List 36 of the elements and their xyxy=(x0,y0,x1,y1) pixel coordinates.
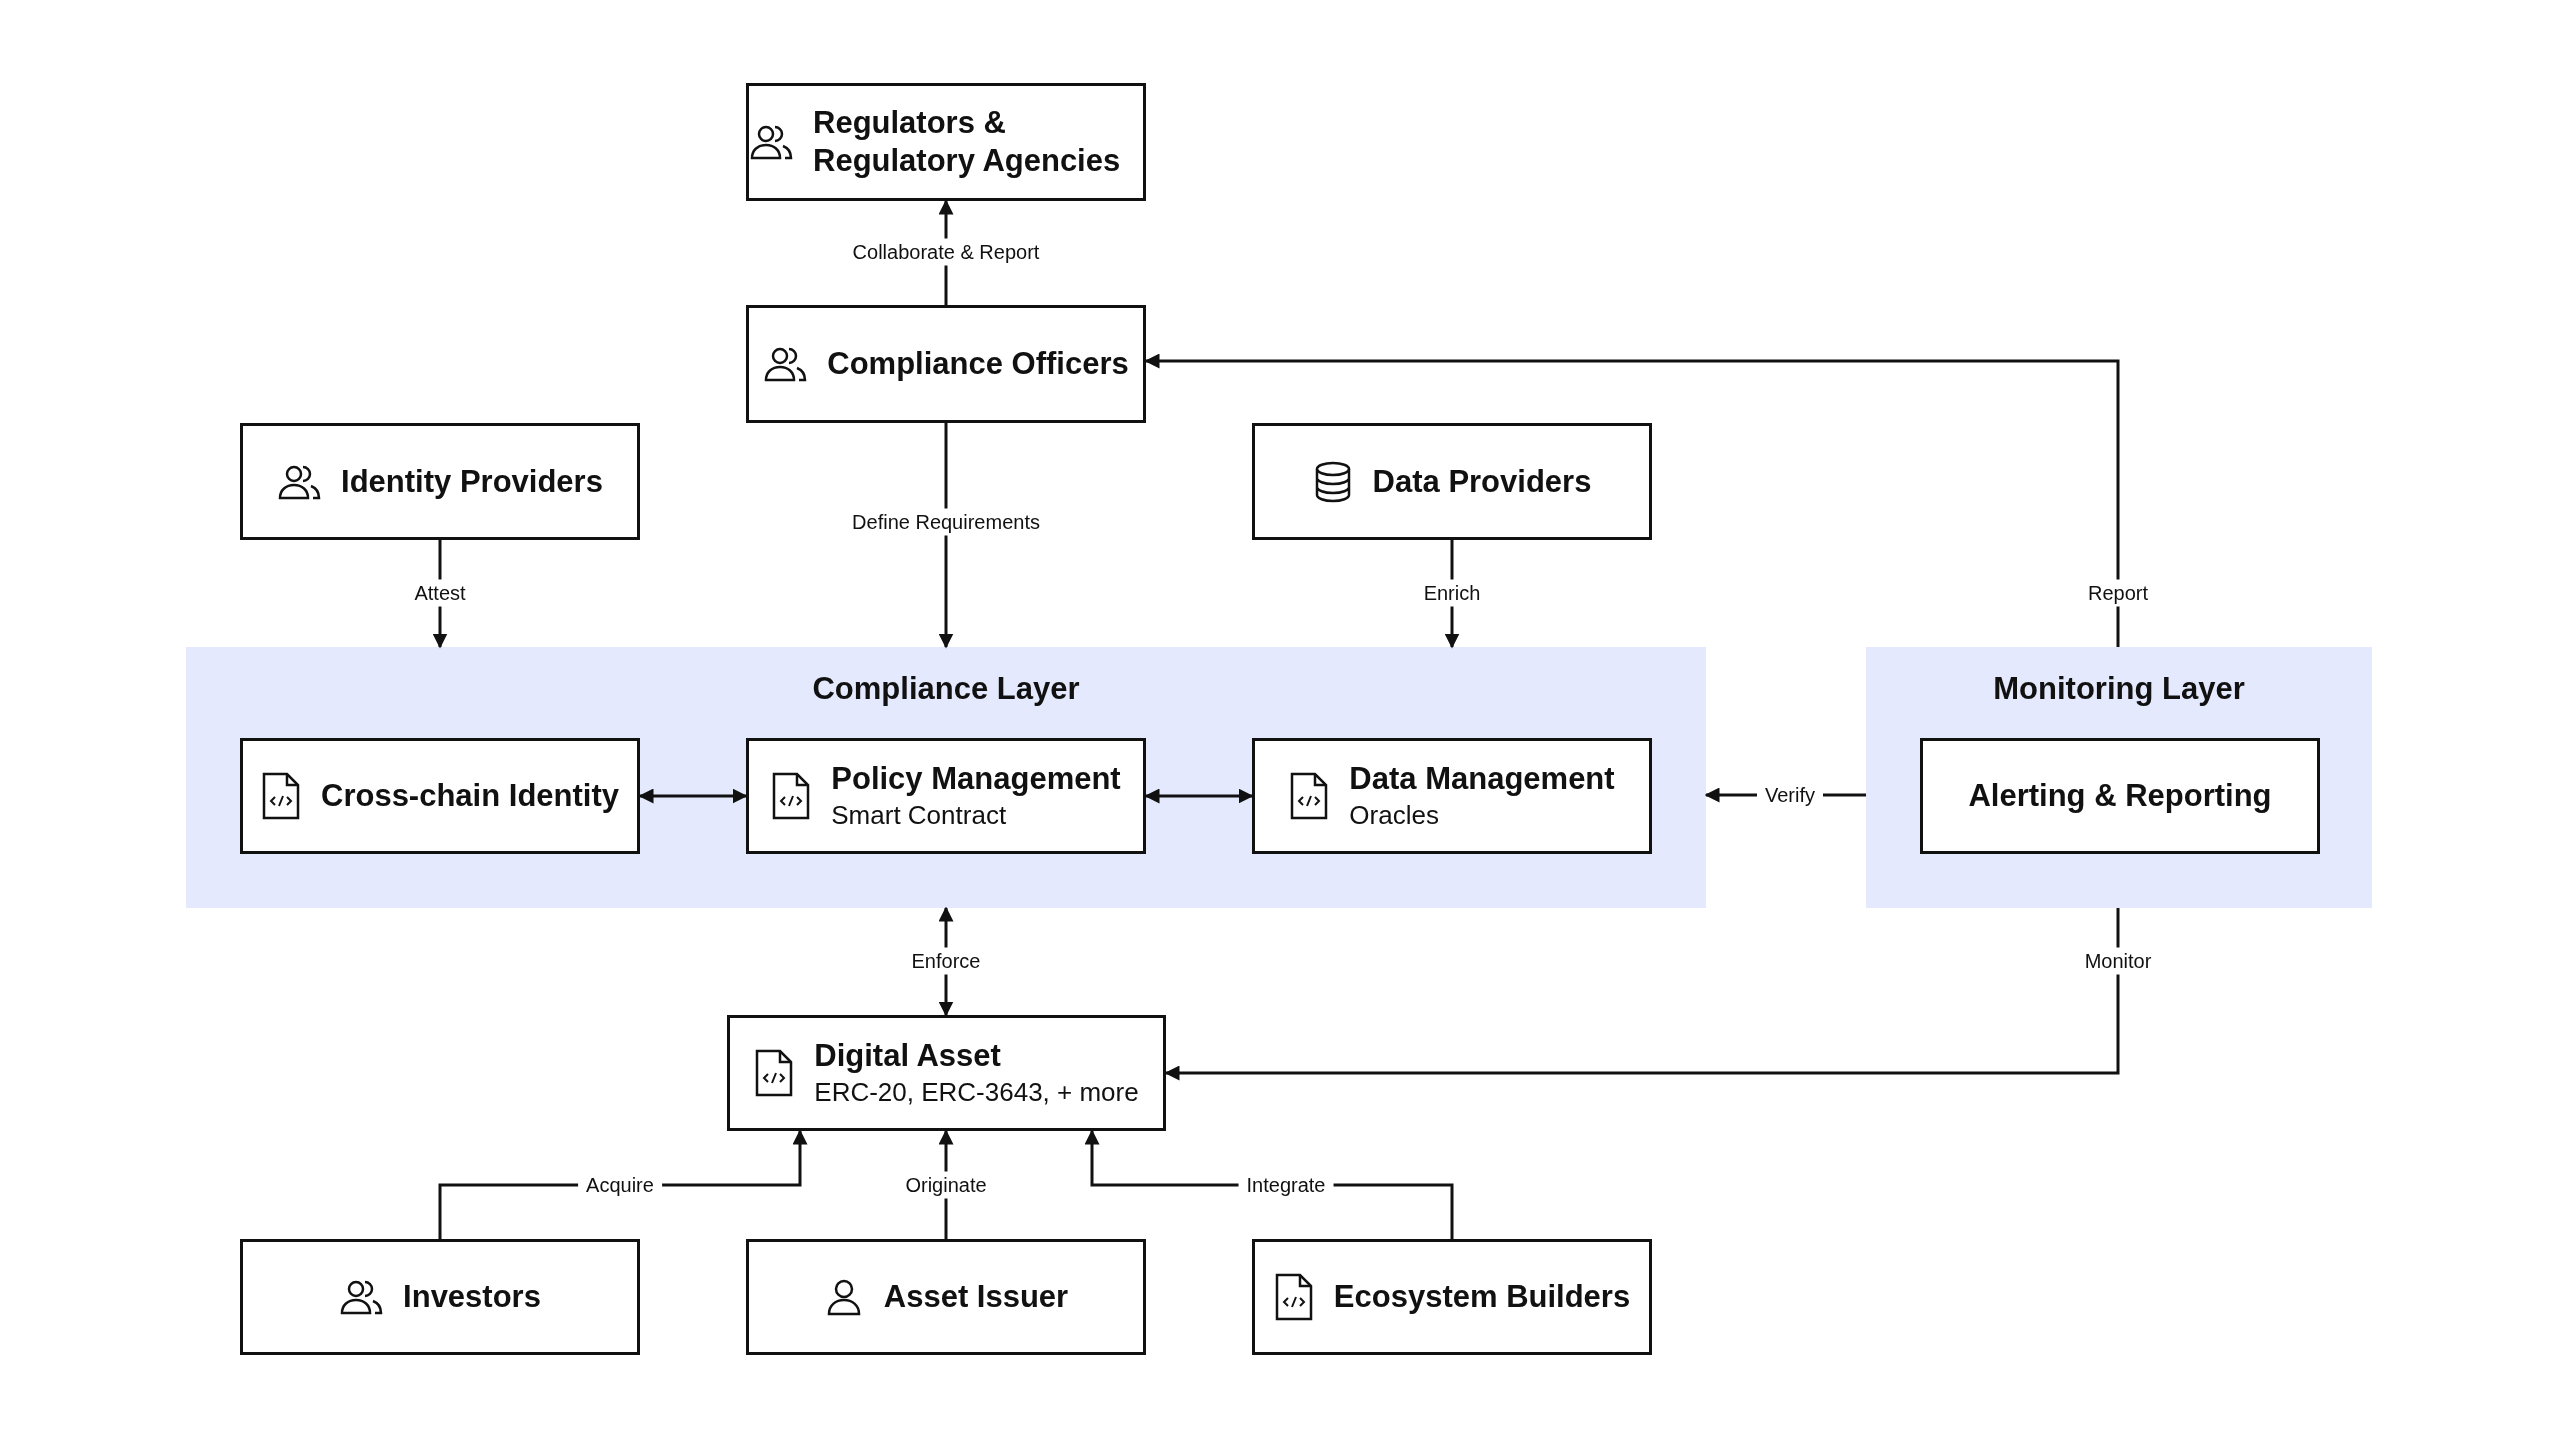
node-title: Digital Asset xyxy=(814,1037,1002,1075)
component-box xyxy=(746,738,1146,854)
node-title: Identity Providers xyxy=(341,462,603,501)
node-title: Data Providers xyxy=(1372,462,1592,501)
component-box xyxy=(1252,738,1652,854)
component-box xyxy=(240,738,640,854)
node-title: Policy Management xyxy=(831,760,1121,798)
node-subtitle: ERC-20, ERC-3643, + more xyxy=(814,1076,1139,1109)
node-title: Compliance Officers xyxy=(827,345,1129,383)
component-box xyxy=(240,423,640,540)
component-box xyxy=(1252,423,1652,540)
node-title: Investors xyxy=(403,1278,541,1316)
layer-panel xyxy=(1866,647,2372,908)
component-box xyxy=(1252,1239,1652,1355)
node-title: Alerting & Reporting xyxy=(1968,777,2272,815)
panel-heading: Monitoring Layer xyxy=(1992,670,2246,708)
component-box xyxy=(746,305,1146,423)
arrow xyxy=(1144,353,2120,647)
node-title: Asset Issuer xyxy=(883,1278,1069,1316)
component-box xyxy=(746,1239,1146,1355)
node-title: Cross-chain Identity xyxy=(321,777,619,815)
node-title: Ecosystem Builders xyxy=(1333,1278,1631,1316)
component-box xyxy=(240,1239,640,1355)
node-title: Data Management xyxy=(1349,760,1615,798)
layer-panel xyxy=(186,647,1706,908)
component-box xyxy=(1920,738,2320,854)
node-title: Regulators & Regulatory Agencies xyxy=(813,104,1122,180)
arrow xyxy=(638,788,748,804)
arrow xyxy=(938,423,954,649)
component-box xyxy=(727,1015,1166,1131)
node-subtitle: Oracles xyxy=(1349,799,1440,832)
panel-heading: Compliance Layer xyxy=(811,670,1081,708)
component-box xyxy=(746,83,1146,201)
arrow xyxy=(1144,788,1254,804)
node-subtitle: Smart Contract xyxy=(831,799,1008,832)
arrow xyxy=(1164,908,2120,1081)
